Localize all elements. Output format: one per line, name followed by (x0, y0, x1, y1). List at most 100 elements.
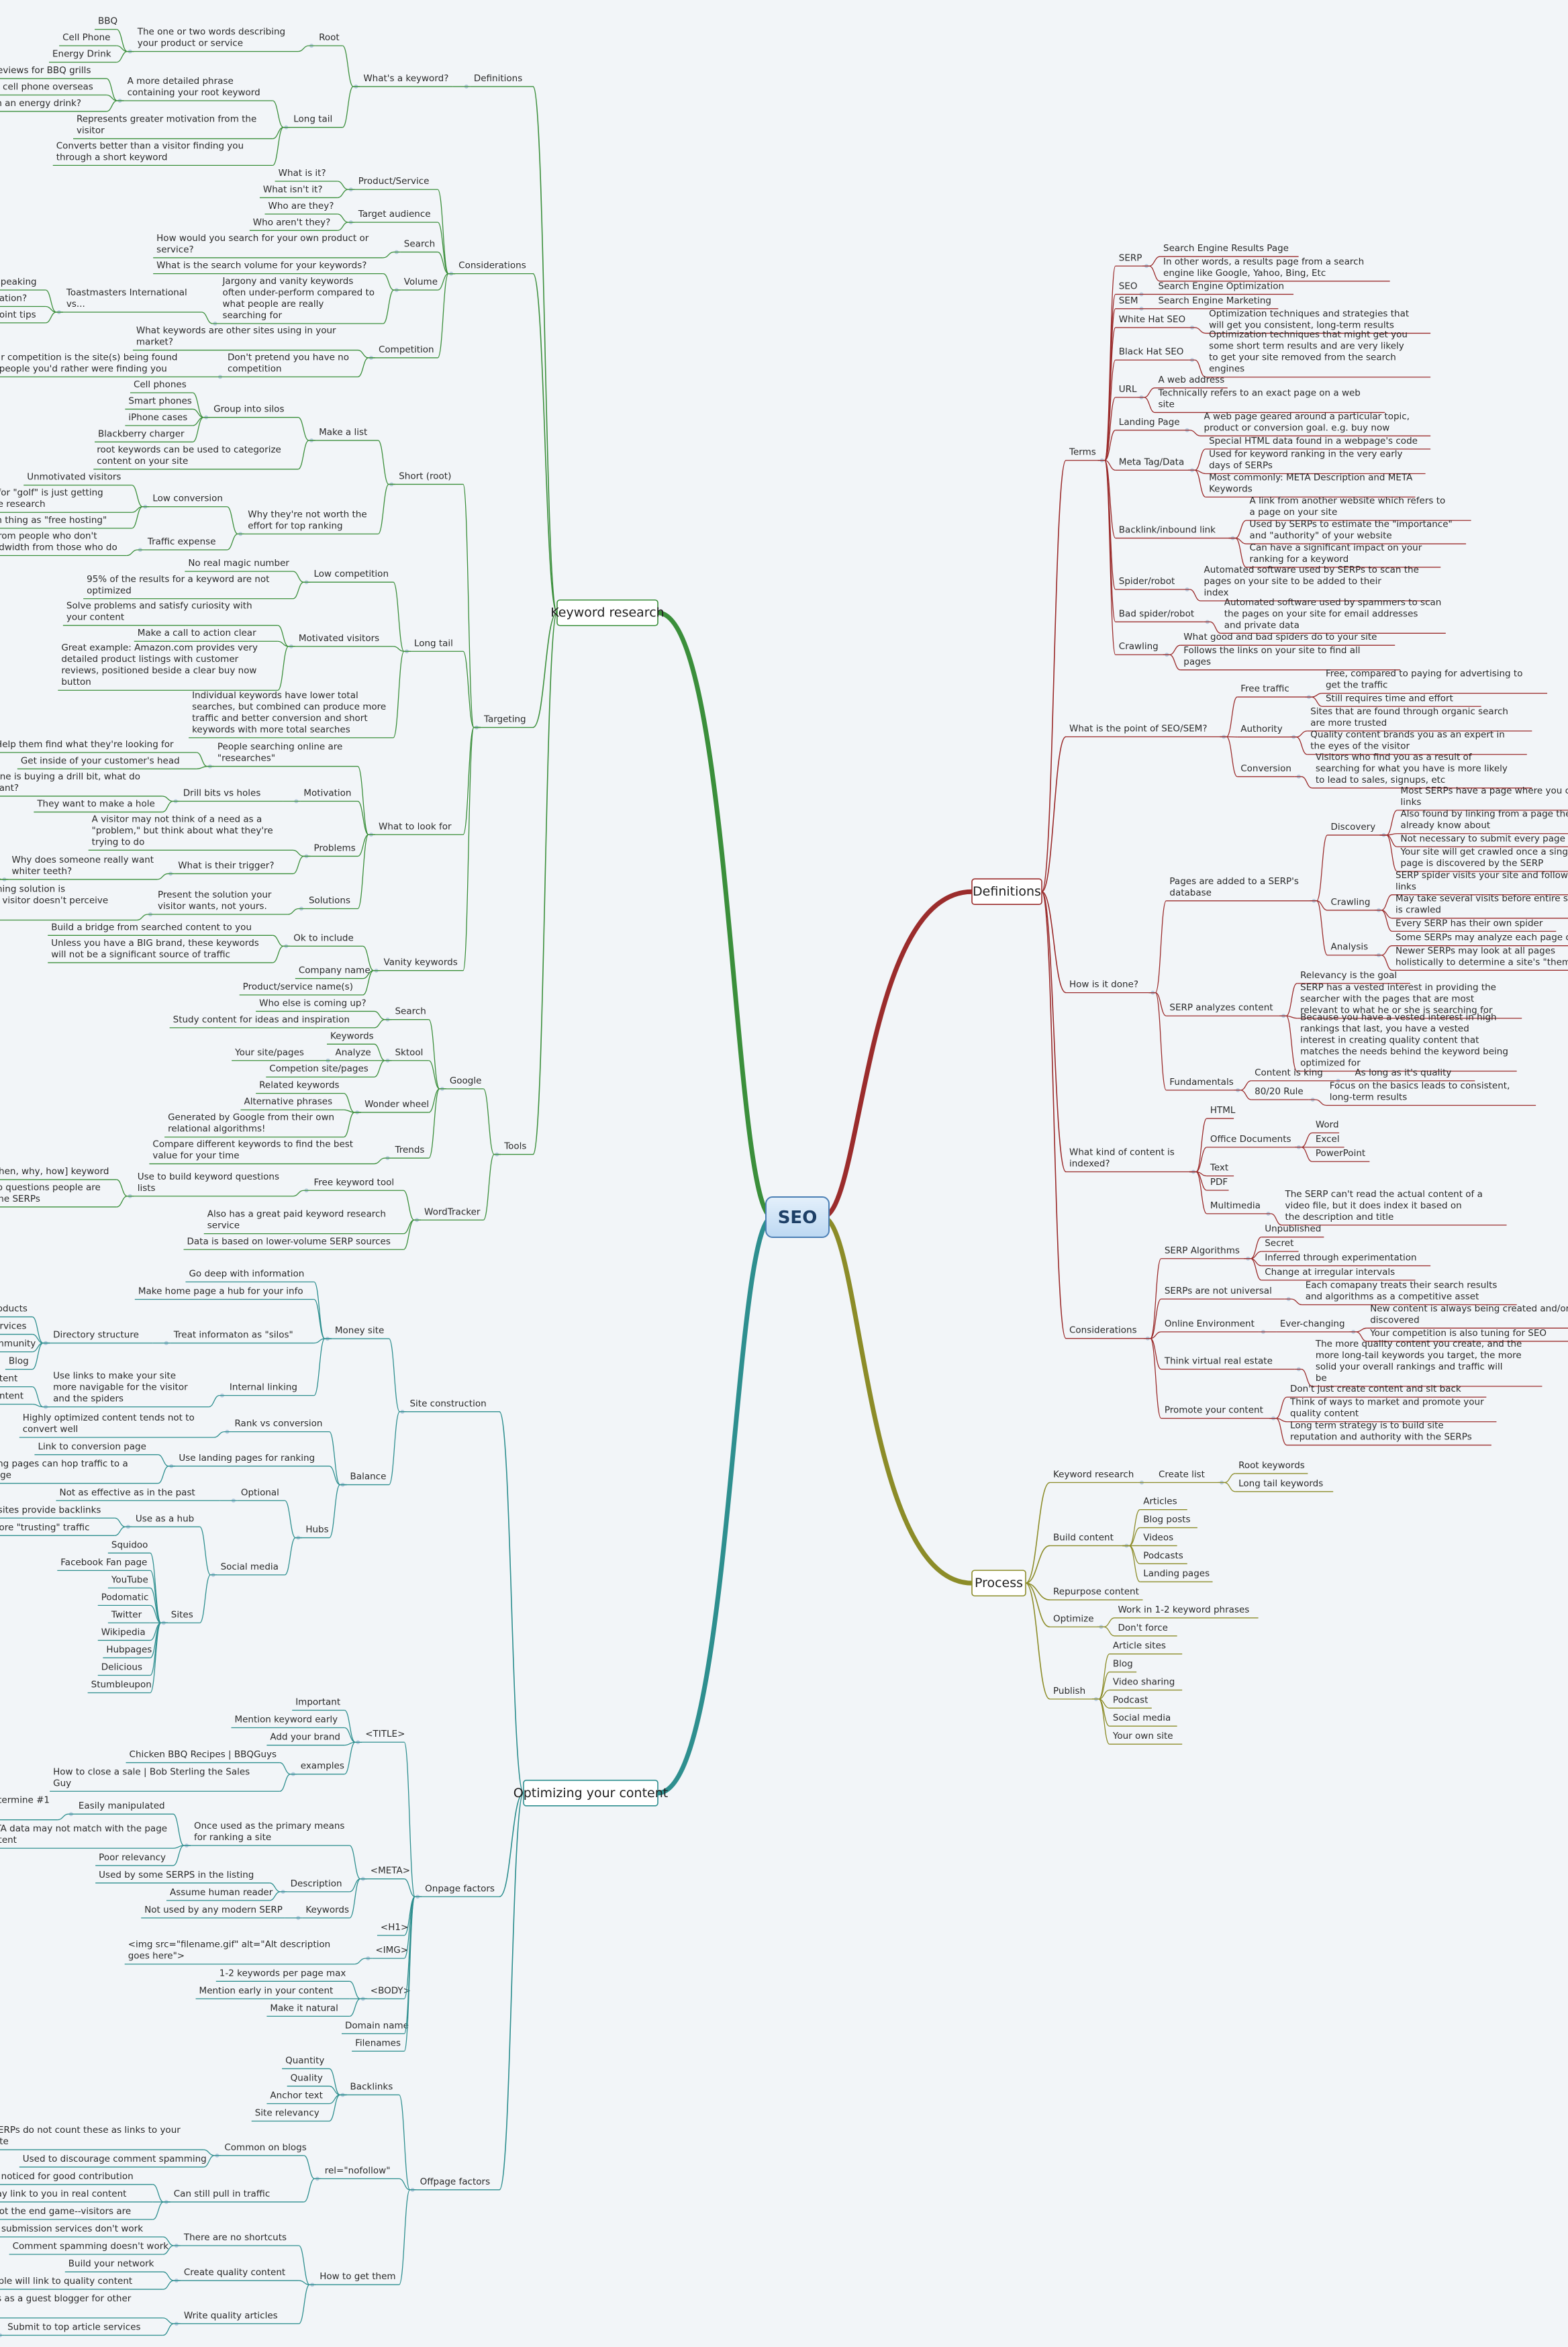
node-80-20-rule[interactable]: 80/20 Rule (1251, 1086, 1315, 1102)
node-white-hat-seo[interactable]: White Hat SEO (1115, 314, 1195, 330)
node-keywords[interactable]: Keywords (327, 1031, 375, 1045)
node-can-still-pull-in-traffic[interactable]: Can still pull in traffic (164, 2189, 304, 2204)
node-link-to-conversion-page[interactable]: Link to conversion page (34, 1441, 158, 1455)
node-when-someone-is-buying-a-drill-bit-what-[interactable]: When someone is buying a drill bit, what… (0, 771, 162, 797)
node-low-competition[interactable]: Low competition (304, 569, 393, 585)
node-optimize[interactable]: Optimize (1050, 1613, 1104, 1629)
node-squidoo[interactable]: Squidoo (107, 1539, 150, 1553)
node-some-serps-may-analyze-each-page-on-its-[interactable]: Some SERPs may analyze each page on its … (1392, 932, 1568, 947)
node-unmotivated-visitors[interactable]: Unmotivated visitors (23, 472, 132, 486)
node-blog-posts[interactable]: Blog posts (1140, 1515, 1197, 1529)
node-what-is-the-search-volume-for-your-keywo[interactable]: What is the search volume for your keywo… (153, 260, 383, 275)
node-analysis[interactable]: Analysis (1327, 942, 1381, 957)
node-not-as-effective-as-in-the-past[interactable]: Not as effective as in the past (56, 1487, 220, 1501)
node-short-root[interactable]: Short (root) (389, 471, 463, 487)
node-how-to-use-a-cell-phone-overseas[interactable]: How to use a cell phone overseas (0, 81, 107, 96)
node-body[interactable]: <BODY> (360, 1985, 411, 2001)
node-used-for-keyword-ranking-in-the-very-ear[interactable]: Used for keyword ranking in the very ear… (1206, 449, 1426, 475)
node-targeting[interactable]: Targeting (474, 714, 533, 730)
node-as-long-as-it-s-quality[interactable]: As long as it's quality (1351, 1067, 1475, 1082)
node-root[interactable]: Root (309, 32, 343, 48)
node-money-site[interactable]: Money site (325, 1325, 389, 1341)
node-what-nutrition-is-in-an-energy-drink[interactable]: What nutrition is in an energy drink? (0, 98, 107, 112)
node-optimization-techniques-that-might-get-y[interactable]: Optimization techniques that might get y… (1206, 330, 1431, 378)
node-how-would-you-search-for-your-own-produc[interactable]: How would you search for your own produc… (153, 233, 383, 258)
node-long-tail[interactable]: Long tail (284, 114, 343, 130)
node-serps-do-not-count-these-as-links-to-you[interactable]: SERPs do not count these as links to you… (0, 2125, 204, 2150)
node-backlinks[interactable]: Backlinks (340, 2081, 399, 2097)
node-spider-robot[interactable]: Spider/robot (1115, 576, 1189, 592)
node-meta[interactable]: <META> (360, 1866, 410, 1881)
node-how-do-i-start-a-presentation[interactable]: How do I start a presentation? (0, 293, 46, 307)
node-your-competition-is-the-site-s-being-fou[interactable]: Your competition is the site(s) being fo… (0, 352, 207, 378)
main-topic-process[interactable]: Process (971, 1570, 1026, 1596)
node-hubpages[interactable]: Hubpages (103, 1644, 152, 1659)
node-directory-submission-services-don-t-work[interactable]: Directory submission services don't work (0, 2223, 163, 2238)
node-text[interactable]: Text (1206, 1163, 1234, 1177)
node-facebook-fan-page[interactable]: Facebook Fan page (57, 1557, 150, 1571)
node-optional[interactable]: Optional (231, 1487, 285, 1503)
node-also-found-by-linking-from-a-page-the-se[interactable]: Also found by linking from a page the SE… (1397, 809, 1568, 834)
node-secret[interactable]: Secret (1261, 1238, 1299, 1252)
node-powerpoint[interactable]: PowerPoint (1312, 1148, 1370, 1162)
node-promote-your-content[interactable]: Promote your content (1161, 1405, 1276, 1421)
node-wikipedia[interactable]: Wikipedia (97, 1627, 150, 1641)
node-create-mashups-of-content[interactable]: Create "mashups" of content (0, 1391, 33, 1405)
node-your-competition-is-also-tuning-for-seo[interactable]: Your competition is also tuning for SEO (1367, 1328, 1568, 1342)
node-because-you-have-a-vested-interest-in-hi[interactable]: Because you have a vested interest in hi… (1297, 1012, 1517, 1072)
node-problems[interactable]: Problems (304, 843, 358, 859)
node-your-site-pages[interactable]: Your site/pages (232, 1047, 315, 1061)
node-data-is-based-on-lower-volume-serp-sourc[interactable]: Data is based on lower-volume SERP sourc… (183, 1236, 404, 1250)
node-long-tail-keywords[interactable]: Long tail keywords (1235, 1478, 1334, 1492)
node-seo[interactable]: SEO (1115, 281, 1144, 297)
node-most-serps-have-a-page-where-you-can-sub[interactable]: Most SERPs have a page where you can sub… (1397, 785, 1568, 811)
node-what-good-and-bad-spiders-do-to-your-sit[interactable]: What good and bad spiders do to your sit… (1180, 632, 1395, 646)
node-solutions[interactable]: Solutions (299, 895, 358, 911)
node-tools[interactable]: Tools (495, 1141, 533, 1157)
node-discovery[interactable]: Discovery (1327, 822, 1386, 837)
node-public-speaking[interactable]: Public speaking (0, 277, 46, 291)
node-drill-bits-vs-holes[interactable]: Drill bits vs holes (173, 787, 283, 804)
node-title[interactable]: <TITLE> (356, 1729, 405, 1745)
node-solve-problems-and-satisfy-curiosity-wit[interactable]: Solve problems and satisfy curiosity wit… (62, 601, 278, 626)
node-podcasts[interactable]: Podcasts (1140, 1550, 1187, 1564)
node-serp-analyzes-content[interactable]: SERP analyzes content (1166, 1002, 1286, 1018)
node-social-media[interactable]: Social media (211, 1562, 285, 1577)
node-services[interactable]: Services (0, 1321, 33, 1335)
node-directory-structure[interactable]: Directory structure (44, 1330, 153, 1345)
node-rank-vs-conversion[interactable]: Rank vs conversion (225, 1419, 330, 1434)
node-landing-pages[interactable]: Landing pages (1140, 1568, 1213, 1582)
node-ever-changing[interactable]: Ever-changing (1276, 1319, 1356, 1334)
node-html[interactable]: HTML (1206, 1105, 1236, 1119)
node-target-audience[interactable]: Target audience (348, 209, 438, 225)
node-group-into-silos[interactable]: Group into silos (204, 404, 299, 420)
node-cell-phones[interactable]: Cell phones (130, 379, 193, 393)
node-treat-informaton-as-silos[interactable]: Treat informaton as "silos" (164, 1330, 314, 1345)
node-poor-relevancy[interactable]: Poor relevancy (95, 1852, 173, 1866)
node-make-it-natural[interactable]: Make it natural (266, 2003, 350, 2017)
node-landing-page[interactable]: Landing Page (1115, 417, 1189, 432)
node-special-html-data-found-in-a-webpage-s-c[interactable]: Special HTML data found in a webpage's c… (1206, 436, 1431, 450)
node-publish[interactable]: Publish (1050, 1686, 1098, 1701)
node-serps-are-not-universal[interactable]: SERPs are not universal (1161, 1286, 1291, 1301)
node-h1[interactable]: <H1> (377, 1922, 408, 1936)
node-seo-is-not-the-end-game-visitors-are[interactable]: SEO is not the end game--visitors are (0, 2206, 153, 2220)
node-alternative-phrases[interactable]: Alternative phrases (240, 1096, 344, 1110)
node-keyword-count-alone-could-determine-1-ra[interactable]: Keyword count alone could determine #1ra… (0, 1795, 58, 1821)
node-rel-nofollow[interactable]: rel="nofollow" (315, 2165, 399, 2181)
node-energy-drink[interactable]: Energy Drink (49, 49, 117, 63)
node-your-own-site[interactable]: Your own site (1109, 1731, 1183, 1745)
node-comment-spamming-doesn-t-work[interactable]: Comment spamming doesn't work (9, 2241, 169, 2255)
node-delicious[interactable]: Delicious (97, 1662, 150, 1676)
node-low-conversion[interactable]: Low conversion (143, 493, 228, 509)
node-filenames[interactable]: Filenames (352, 2038, 405, 2052)
node-blackberry-charger[interactable]: Blackberry charger (95, 428, 193, 442)
node-people-will-link-to-quality-content[interactable]: People will link to quality content (0, 2276, 163, 2290)
node-used-to-discourage-comment-spamming[interactable]: Used to discourage comment spamming (19, 2154, 207, 2168)
node-quality[interactable]: Quality (287, 2072, 330, 2087)
